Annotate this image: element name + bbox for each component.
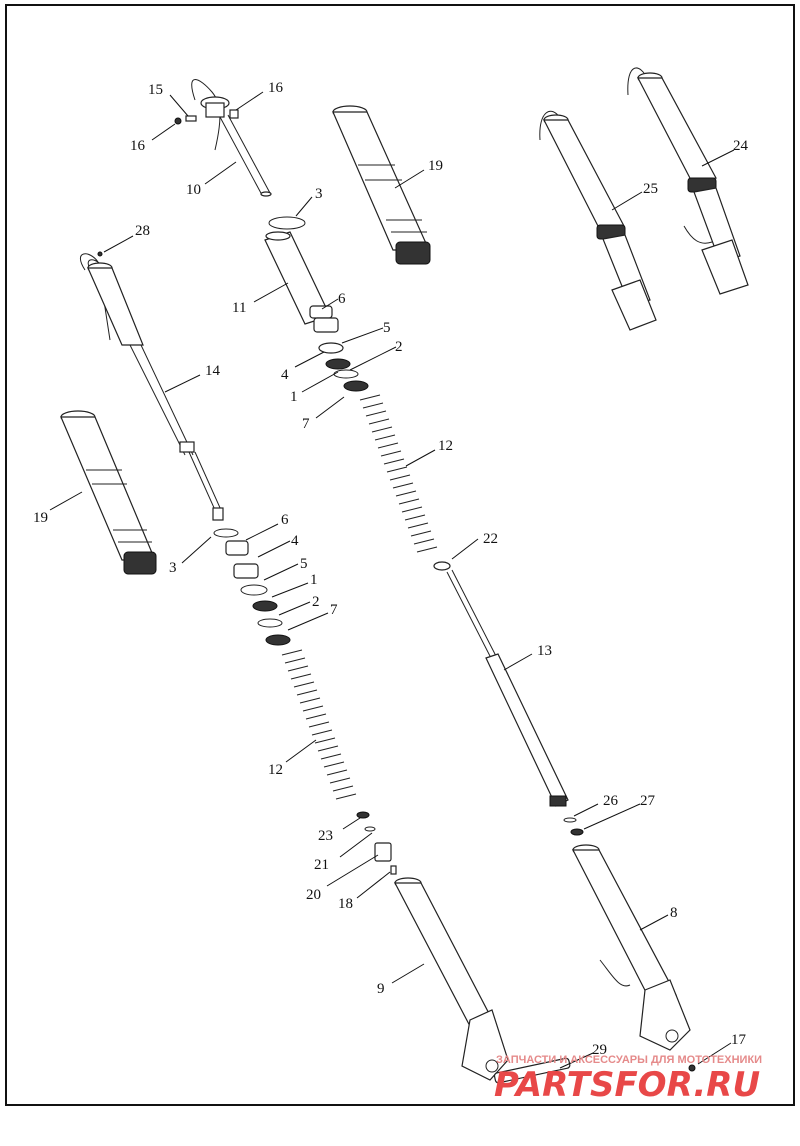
callout-1: 1	[310, 572, 318, 588]
callout-28: 28	[135, 223, 150, 239]
small-parts-lower-right	[563, 817, 584, 836]
callout-12: 12	[438, 438, 453, 454]
small-parts-lower-left	[356, 811, 397, 875]
callout-26: 26	[603, 793, 619, 809]
leader-lines	[49, 91, 735, 1069]
callout-23: 23	[318, 828, 333, 844]
callout-11: 11	[232, 300, 246, 316]
callout-9: 9	[377, 981, 385, 997]
callout-2: 2	[312, 594, 320, 610]
callout-22: 22	[483, 531, 498, 547]
part-8-lower-leg-right	[572, 844, 691, 1051]
callout-2: 2	[395, 339, 403, 355]
callout-24: 24	[733, 138, 749, 154]
callout-15: 15	[148, 82, 163, 98]
callout-labels: 15 16 16 10 3 19 28 11 6 5 4 2 1 7 14 12…	[33, 80, 749, 1058]
watermark-brand: PARTSFOR.RU	[494, 1065, 760, 1105]
part-12-spring-lower	[281, 649, 357, 800]
part-25-fork-assembled	[539, 110, 657, 331]
callout-8: 8	[670, 905, 678, 921]
callout-18: 18	[338, 896, 353, 912]
watermark-tagline: ЗАПЧАСТИ И АКСЕССУАРЫ ДЛЯ МОТОТЕХНИКИ	[496, 1054, 762, 1066]
part-24-fork-assembled	[627, 67, 749, 295]
callout-19: 19	[428, 158, 443, 174]
callout-6: 6	[338, 291, 346, 307]
part-9-lower-leg-left	[394, 877, 509, 1081]
callout-12: 12	[268, 762, 283, 778]
callout-19: 19	[33, 510, 48, 526]
callout-29: 29	[592, 1042, 607, 1058]
upper-seal-stack	[268, 216, 369, 392]
callout-14: 14	[205, 363, 221, 379]
part-12-spring-upper	[359, 394, 438, 553]
part-29-axle-pinch	[493, 1057, 696, 1084]
callout-27: 27	[640, 793, 656, 809]
callout-4: 4	[291, 533, 299, 549]
part-13-damper-rod	[433, 561, 569, 807]
callout-1: 1	[290, 389, 298, 405]
callout-17: 17	[731, 1032, 747, 1048]
callout-3: 3	[169, 560, 177, 576]
lower-seal-stack	[213, 528, 291, 646]
part-19-outer-tube-upper	[332, 105, 431, 265]
callout-5: 5	[383, 320, 391, 336]
callout-16: 16	[268, 80, 284, 96]
callout-7: 7	[302, 416, 310, 432]
callout-5: 5	[300, 556, 308, 572]
part-19-outer-tube-lower	[60, 410, 157, 575]
part-10-cap-assembly	[174, 79, 272, 197]
callout-25: 25	[643, 181, 658, 197]
part-14-cartridge	[79, 251, 224, 521]
callout-7: 7	[330, 602, 338, 618]
watermark: ЗАПЧАСТИ И АКСЕССУАРЫ ДЛЯ МОТОТЕХНИКИ PA…	[494, 1054, 762, 1105]
callout-21: 21	[314, 857, 329, 873]
callout-3: 3	[315, 186, 323, 202]
diagram-frame	[5, 4, 795, 1106]
callout-4: 4	[281, 367, 289, 383]
callout-6: 6	[281, 512, 289, 528]
callout-10: 10	[186, 182, 201, 198]
callout-20: 20	[306, 887, 321, 903]
callout-16: 16	[130, 138, 146, 154]
callout-13: 13	[537, 643, 552, 659]
